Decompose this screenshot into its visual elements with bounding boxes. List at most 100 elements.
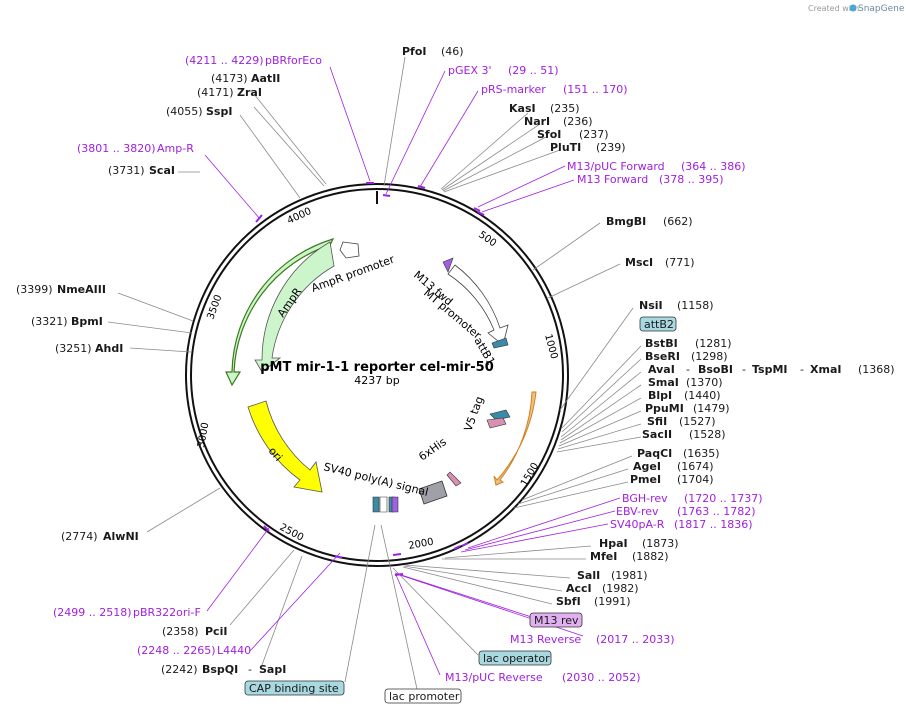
site-acci-name: AccI	[566, 582, 592, 595]
site-agei-pos: (1674)	[677, 460, 714, 473]
site-ahdi-name: AhdI	[95, 342, 123, 355]
v5-mark[interactable]	[486, 417, 507, 429]
ori-arrow[interactable]	[247, 400, 323, 493]
primer-sv40pa-r-name: SV40pA-R	[610, 518, 665, 531]
tick-1500: 1500	[519, 461, 541, 489]
site-sspi-name: SspI	[206, 105, 232, 118]
site-nari-pos: (236)	[563, 115, 593, 128]
primer-m13puc-forward-range: (364 .. 386)	[681, 160, 746, 173]
attb2-mark[interactable]	[489, 409, 511, 421]
tick-2000: 2000	[408, 537, 435, 552]
ampr-body[interactable]	[254, 241, 335, 373]
site-sacii-pos: (1528)	[689, 428, 726, 441]
sv40-box[interactable]	[418, 480, 448, 505]
credit-brand: SnapGene	[858, 4, 905, 14]
site-msci-name: MscI	[625, 256, 653, 269]
site-sbfi-name: SbfI	[556, 595, 581, 608]
site-bmgbi-name: BmgBI	[606, 215, 646, 228]
site-pcii-name: PciI	[205, 625, 227, 638]
site-sapi-name: SapI	[259, 663, 286, 676]
cap-label: CAP binding site	[249, 682, 339, 695]
site-pcii-pos: (2358)	[162, 625, 199, 638]
attb2-box[interactable]: attB2	[639, 316, 677, 332]
primer-marks	[255, 182, 485, 576]
lac-promoter-box-label-group[interactable]: lac promoter	[384, 688, 462, 704]
site-aatii-name: AatII	[251, 72, 280, 85]
primer-sv40pa-r-range: (1817 .. 1836)	[674, 518, 753, 531]
lac-promoter-label: lac promoter	[389, 690, 460, 703]
m13rev-box[interactable]: M13 rev	[529, 612, 583, 628]
credit-text: Created with	[808, 4, 859, 13]
site-ppumi-name: PpuMI	[645, 402, 684, 415]
site-sali-name: SalI	[577, 569, 600, 582]
site-smai-pos: (1370)	[686, 376, 723, 389]
dash-3: -	[800, 363, 804, 376]
site-pfoi-pos: (46)	[441, 45, 464, 58]
site-xmai-name: XmaI	[810, 363, 841, 376]
site-sfii-pos: (1527)	[679, 415, 716, 428]
m13-rev-box[interactable]	[391, 496, 399, 513]
primer-pgex3-range: (29 .. 51)	[508, 64, 559, 77]
site-nsii-name: NsiI	[639, 299, 663, 312]
site-scai-pos: (3731)	[108, 164, 145, 177]
site-mfei-pos: (1882)	[632, 550, 669, 563]
primer-pbrforeco-name: pBRforEco	[265, 54, 322, 67]
dash-2: -	[742, 363, 746, 376]
primer-bgh-rev-name: BGH-rev	[622, 492, 668, 505]
ampr-arrow[interactable]	[225, 238, 335, 387]
site-sfoi-pos: (237)	[579, 128, 609, 141]
primer-ampr-name: Amp-R	[157, 142, 194, 155]
primer-pgex3-name: pGEX 3'	[448, 64, 492, 77]
primer-m13puc-reverse-range: (2030 .. 2052)	[562, 671, 641, 684]
site-bstbi-name: BstBI	[645, 337, 678, 350]
primer-l4440-name: L4440	[217, 644, 251, 657]
site-nari-name: NarI	[524, 115, 550, 128]
plasmid-size: 4237 bp	[354, 374, 399, 387]
site-nmeaiii-pos: (3399)	[16, 283, 53, 296]
site-nmeaiii-name: NmeAIII	[57, 283, 106, 296]
tick-1000: 1000	[542, 333, 559, 360]
primer-bgh-rev-range: (1720 .. 1737)	[684, 492, 763, 505]
site-sfoi-name: SfoI	[537, 128, 561, 141]
site-msci-pos: (771)	[665, 256, 695, 269]
6xhis-mark[interactable]	[446, 471, 462, 487]
site-paqci-pos: (1635)	[683, 447, 720, 460]
primer-m13puc-forward-name: M13/pUC Forward	[567, 160, 665, 173]
primer-m13-forward-range: (378 .. 395)	[659, 173, 724, 186]
lac-promoter-box[interactable]	[379, 496, 388, 513]
site-alwni-pos: (2774)	[61, 530, 98, 543]
dash-4: -	[248, 663, 252, 676]
site-acci-pos: (1982)	[602, 582, 639, 595]
site-tspmi-name: TspMI	[752, 363, 788, 376]
primer-leaders	[204, 66, 621, 676]
ampr-promoter-arrow[interactable]	[339, 241, 360, 259]
site-scai-name: ScaI	[149, 164, 175, 177]
cap-box[interactable]	[372, 496, 380, 513]
tick-3000: 3000	[196, 422, 211, 449]
attb1-mark[interactable]	[491, 337, 509, 349]
lac-operator-box-label-group[interactable]: lac operator	[478, 650, 552, 666]
site-hpai-pos: (1873)	[642, 537, 679, 550]
site-avai-name: AvaI	[648, 363, 675, 376]
primer-prs-marker-range: (151 .. 170)	[563, 83, 628, 96]
primer-m13-reverse-range: (2017 .. 2033)	[596, 633, 675, 646]
plasmid-name: pMT mir-1-1 reporter cel-mir-50	[260, 360, 494, 375]
primer-ebv-rev-range: (1763 .. 1782)	[677, 505, 756, 518]
primer-pbr322ori-name: pBR322ori-F	[133, 606, 201, 619]
site-bspqi-pos: (2242)	[161, 663, 198, 676]
cap-box-label-group[interactable]: CAP binding site	[244, 680, 345, 696]
v5-tag-arc[interactable]	[493, 391, 537, 486]
site-mfei-name: MfeI	[590, 550, 617, 563]
6xhis-label: 6xHis	[416, 435, 449, 463]
site-pluti-name: PluTI	[550, 141, 581, 154]
site-bseri-pos: (1298)	[691, 350, 728, 363]
site-bsobi-name: BsoBI	[698, 363, 733, 376]
site-nsii-pos: (1158)	[677, 299, 714, 312]
v5-tag-label: V5 tag	[462, 395, 487, 433]
m13-fwd-mark[interactable]	[442, 257, 454, 273]
site-agei-name: AgeI	[633, 460, 661, 473]
site-blpi-name: BlpI	[648, 389, 672, 402]
site-sbfi-pos: (1991)	[594, 595, 631, 608]
backbone-outer	[185, 183, 569, 567]
